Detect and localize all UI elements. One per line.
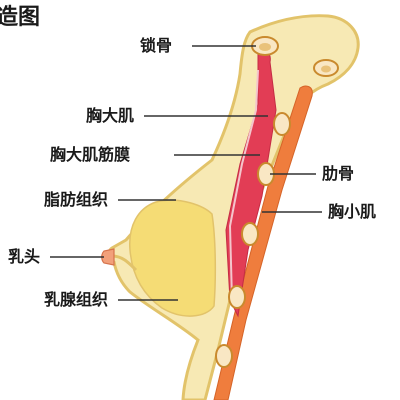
label-clavicle: 锁骨: [140, 36, 173, 55]
rib-5: [215, 344, 233, 368]
rib-series: [215, 112, 291, 368]
label-rib: 肋骨: [322, 164, 355, 183]
rib-1: [273, 112, 291, 136]
pectoral-fascia-line: [228, 69, 259, 301]
clavicle-bone-inner: [259, 43, 271, 51]
rib-4: [228, 285, 246, 309]
pectoralis-minor-band: [213, 85, 313, 400]
label-gland-tissue: 乳腺组织: [44, 290, 109, 309]
label-pectoralis-major: 胸大肌: [86, 106, 135, 125]
label-pectoral-fascia: 胸大肌筋膜: [50, 145, 131, 164]
label-fat-tissue: 脂肪组织: [44, 190, 109, 209]
gland-tissue-region: [129, 199, 217, 317]
leader-lines: [50, 45, 322, 301]
nipple-shape: [101, 248, 115, 266]
diagram-title: 造图: [0, 5, 41, 30]
shoulder-bone-inner: [321, 65, 331, 73]
rib-3: [241, 222, 259, 246]
label-nipple: 乳头: [8, 247, 41, 266]
label-pectoralis-minor: 胸小肌: [328, 202, 377, 221]
